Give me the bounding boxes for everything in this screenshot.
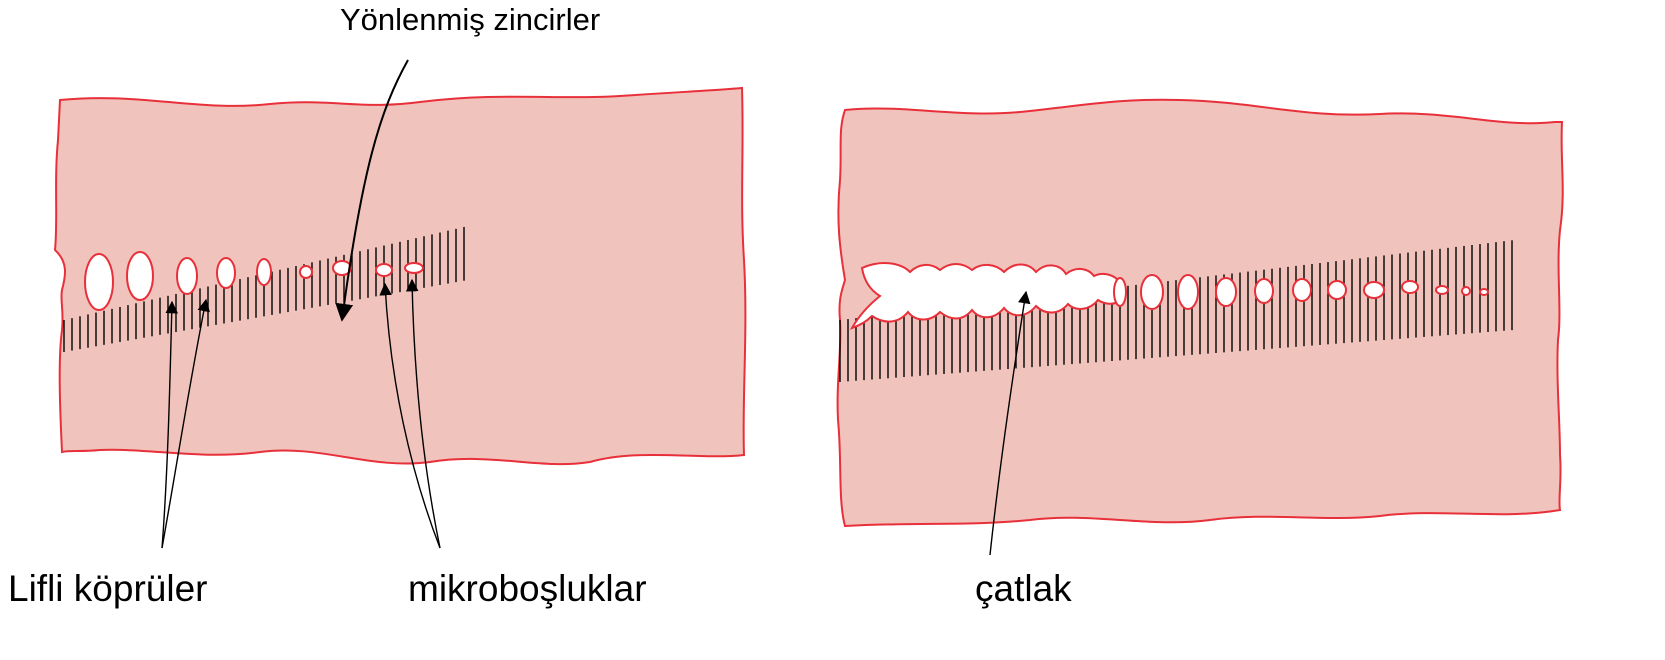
microvoid <box>216 257 236 289</box>
microvoid <box>1177 274 1199 310</box>
microvoid <box>1113 277 1127 307</box>
microvoid <box>1461 286 1471 296</box>
microvoid <box>176 257 198 295</box>
right-specimen <box>836 98 1564 528</box>
annotation-arrows <box>161 59 1031 556</box>
microvoid <box>375 263 393 277</box>
microvoid <box>1435 285 1449 295</box>
oriented-chains-arrow <box>335 59 409 322</box>
microvoid <box>256 258 272 286</box>
microvoid <box>299 265 313 279</box>
right-microvoids <box>1113 274 1489 310</box>
microvoid <box>126 251 154 301</box>
microvoid <box>1401 280 1419 294</box>
microvoid <box>1479 288 1489 296</box>
microvoid <box>1327 280 1347 300</box>
microvoid <box>84 253 114 311</box>
microvoid-arrow-1 <box>379 282 441 549</box>
microvoids-label: mikroboşluklar <box>408 568 647 609</box>
microvoid <box>1292 278 1312 302</box>
oriented-chains-label: Yönlenmiş zincirler <box>340 2 601 37</box>
microvoid <box>1363 281 1385 299</box>
left-specimen <box>53 86 747 466</box>
microvoid-arrow-2 <box>405 278 441 549</box>
fibril-bridge-arrow-2 <box>161 298 210 549</box>
right-oriented-chains-hatching <box>839 240 1513 382</box>
left-microvoids <box>84 251 424 311</box>
microvoid <box>404 262 424 274</box>
fibril-bridges-label: Lifli köprüler <box>8 568 208 609</box>
crack-opening <box>849 262 1122 330</box>
fibril-bridge-arrow-1 <box>161 300 179 549</box>
microvoid <box>1254 278 1274 304</box>
crack-arrow <box>989 290 1031 556</box>
microvoid <box>1140 274 1164 310</box>
microvoid <box>1215 277 1237 307</box>
crack-label: çatlak <box>975 568 1072 609</box>
microvoid <box>332 260 352 276</box>
